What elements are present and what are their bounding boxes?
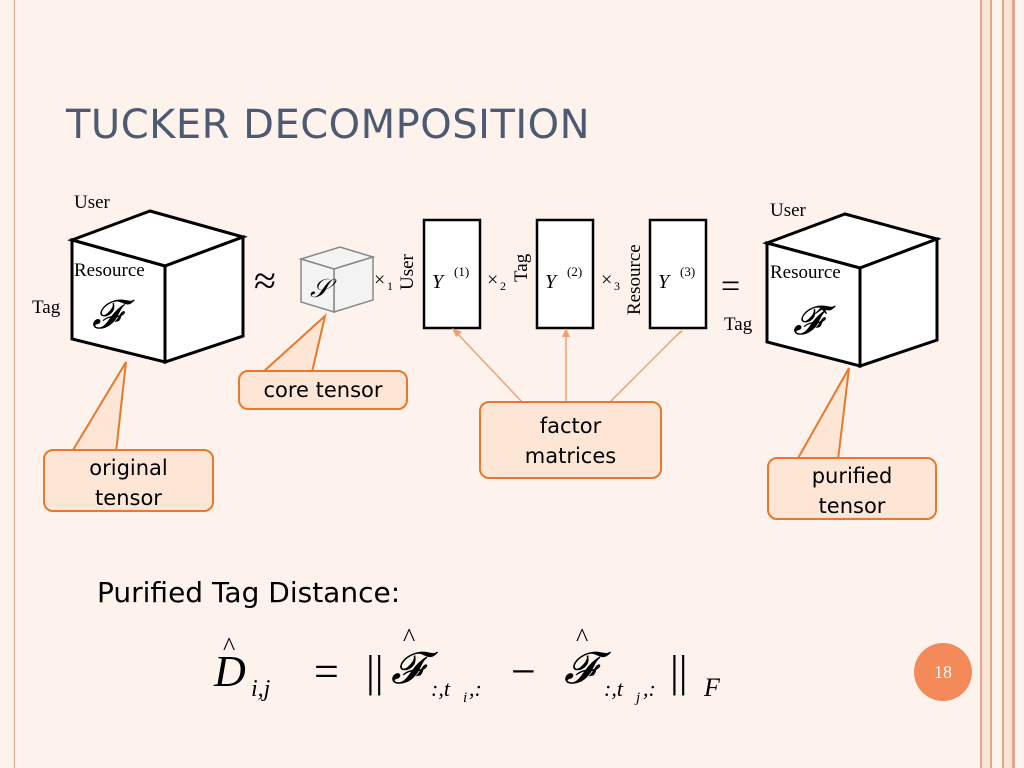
original-callout-line1: original: [89, 456, 168, 480]
purified-tensor-callout: purified tensor: [767, 457, 937, 520]
formula-lhs-sub: i,j: [251, 676, 271, 702]
formula-term1-sub: :,t: [431, 676, 451, 701]
factor-1-axis-label: User: [397, 254, 418, 290]
purified-axis-tag: Tag: [724, 314, 753, 335]
purified-tensor-cube: [762, 212, 942, 369]
formula-lhs-hat: ^: [223, 632, 235, 661]
purified-callout-line1: purified: [811, 464, 893, 488]
formula-lhs: D: [213, 647, 246, 696]
original-axis-resource: Resource: [74, 260, 145, 281]
factor-arrowheads: [452, 328, 684, 337]
original-axis-user: User: [74, 192, 110, 213]
formula-term2-hat: ^: [576, 623, 588, 652]
times-3: ×: [601, 269, 612, 291]
times-2: ×: [487, 269, 498, 291]
factor-matrix-2: [535, 218, 595, 330]
purified-callout-pointer: [795, 367, 850, 461]
factor-3-axis-label: Resource: [624, 244, 645, 315]
original-axis-tag: Tag: [32, 297, 61, 318]
times-3-index: 3: [614, 279, 620, 293]
original-tensor-cube: [67, 209, 248, 365]
factor-matrices-callout: factor matrices: [479, 401, 662, 479]
core-tensor-callout-text: core tensor: [263, 378, 383, 402]
times-1-index: 1: [387, 279, 393, 293]
factor-1-symbol: Y: [432, 271, 445, 293]
times-2-index: 2: [500, 279, 506, 293]
factor-3-superscript: (3): [680, 264, 695, 279]
page-number-badge: 18: [914, 643, 972, 701]
core-tensor-cube: [298, 246, 376, 314]
factor-1-superscript: (1): [454, 264, 469, 279]
slide-frame-right: [980, 0, 1024, 768]
formula-term1-sub-tail: ,:: [469, 676, 482, 701]
original-tensor-callout: original tensor: [43, 449, 214, 512]
formula-minus: −: [511, 647, 536, 696]
factor-arrows: [454, 330, 682, 403]
formula-term1-hat: ^: [403, 623, 415, 652]
formula-norm-sub: F: [703, 673, 721, 702]
approx-symbol: ≈: [254, 258, 276, 303]
factor-2-superscript: (2): [567, 264, 582, 279]
formula-term1-sub-i: i: [463, 690, 467, 706]
formula-equals: =: [314, 647, 339, 696]
slide-title: TUCKER DECOMPOSITION: [66, 102, 591, 148]
formula-term2-sub-tail: ,:: [643, 676, 656, 701]
equals-symbol: =: [721, 268, 740, 305]
factor-2-axis-label: Tag: [511, 253, 532, 282]
page-number: 18: [934, 661, 952, 682]
factor-2-symbol: Y: [545, 271, 558, 293]
slide-frame-left: [0, 0, 15, 768]
formula-caption: Purified Tag Distance:: [97, 576, 401, 609]
purified-axis-resource: Resource: [770, 262, 841, 283]
formula-norm-open: ||: [366, 647, 384, 696]
formula-term2-sub: :,t: [604, 676, 624, 701]
distance-formula: D ^ i,j = || 𝓕 ^ :,t i ,: − 𝓕 ^ :,t j ,:…: [213, 623, 721, 706]
times-1: ×: [374, 269, 385, 291]
factor-3-symbol: Y: [658, 271, 671, 293]
purified-callout-line2: tensor: [818, 494, 886, 518]
core-callout-pointer: [260, 313, 327, 373]
purified-axis-user: User: [770, 200, 806, 221]
original-callout-pointer: [68, 361, 127, 457]
original-callout-line2: tensor: [95, 486, 162, 510]
formula-term2-sub-j: j: [634, 690, 640, 706]
factor-callout-line1: factor: [539, 414, 602, 438]
core-tensor-callout: core tensor: [238, 370, 408, 410]
factor-matrix-1: [422, 218, 482, 330]
factor-matrix-3: [648, 218, 708, 330]
factor-callout-line2: matrices: [524, 444, 617, 468]
formula-norm-close: ||: [670, 647, 688, 696]
